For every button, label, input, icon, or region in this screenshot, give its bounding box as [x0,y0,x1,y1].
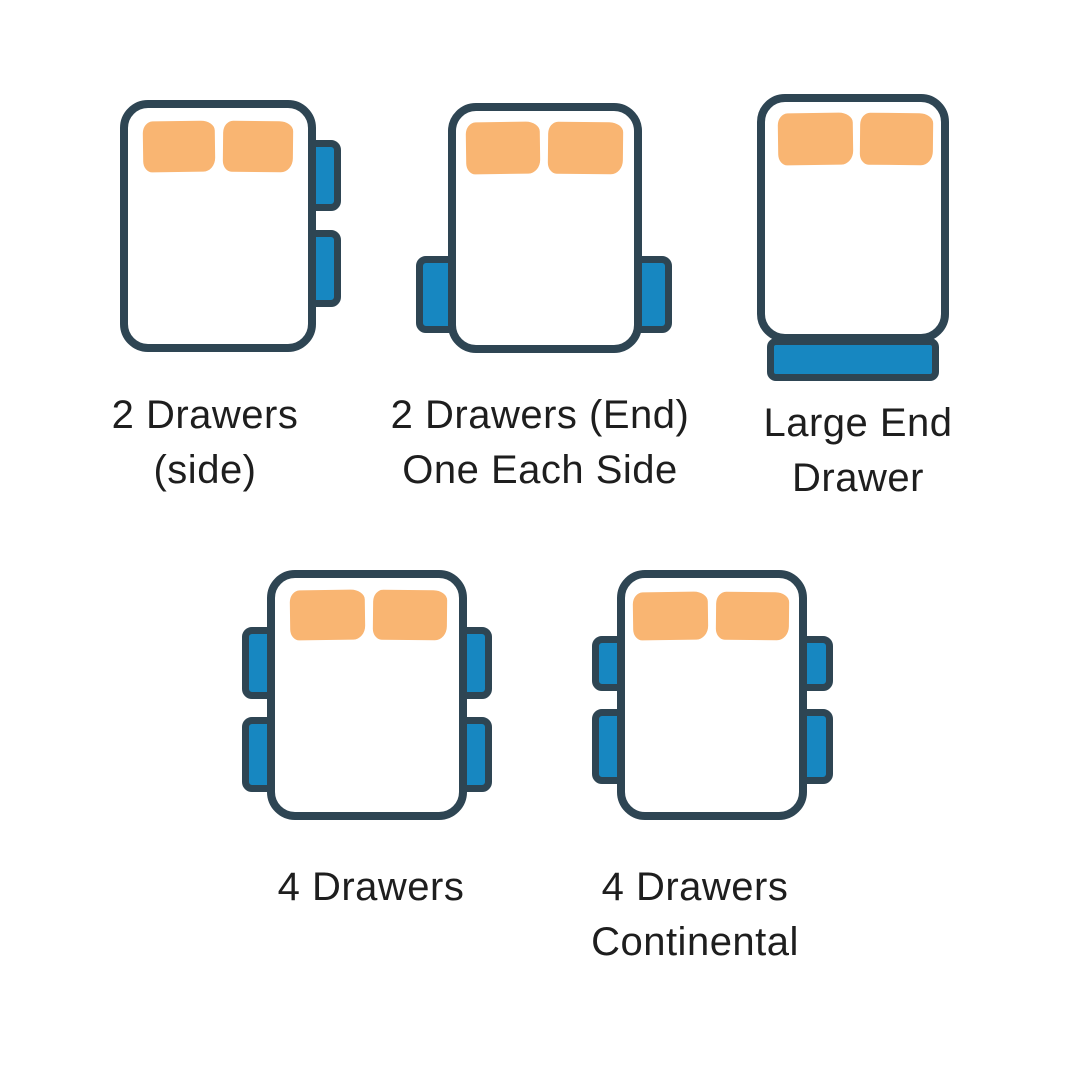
pillow-icon-left [289,589,366,641]
pillow-icon-right [222,120,294,173]
figure-label-line: (side) [153,448,257,492]
bed-diagram-large-end-drawer [757,94,949,381]
figure-label-line: 4 Drawers [277,865,465,909]
figure-label-4-drawers: 4 Drawers [221,860,521,915]
pillow-icon-left [142,120,216,173]
pillow-icon-right [547,121,624,175]
bed-diagram-2-drawers-side [120,100,341,352]
pillow-icon-right [715,591,790,641]
bed-diagram-4-drawers-continental [592,570,833,820]
bed-diagram-4-drawers [242,570,492,820]
figure-label-line: 2 Drawers [111,393,299,437]
figure-label-line: 4 Drawers [601,865,789,909]
figure-label-line: One Each Side [402,448,678,492]
figure-label-2-drawers-side: 2 Drawers (side) [55,388,355,498]
figure-label-line: Drawer [792,456,924,500]
figure-label-large-end-drawer: Large End Drawer [728,396,988,506]
figure-label-2-drawers-end: 2 Drawers (End) One Each Side [378,388,702,498]
pillow-icon-right [372,589,448,641]
pillow-icon-left [465,121,541,175]
bed-diagram-2-drawers-end [416,103,672,353]
pillow-icon-right [859,112,934,166]
pillow-icon-left [632,591,709,641]
figure-label-line: Continental [591,920,799,964]
figure-label-4-drawers-continental: 4 Drawers Continental [545,860,845,970]
figure-label-line: Large End [763,401,953,445]
pillow-icon-left [777,112,854,166]
large-end-drawer-icon [767,338,939,381]
figure-label-line: 2 Drawers (End) [390,393,690,437]
